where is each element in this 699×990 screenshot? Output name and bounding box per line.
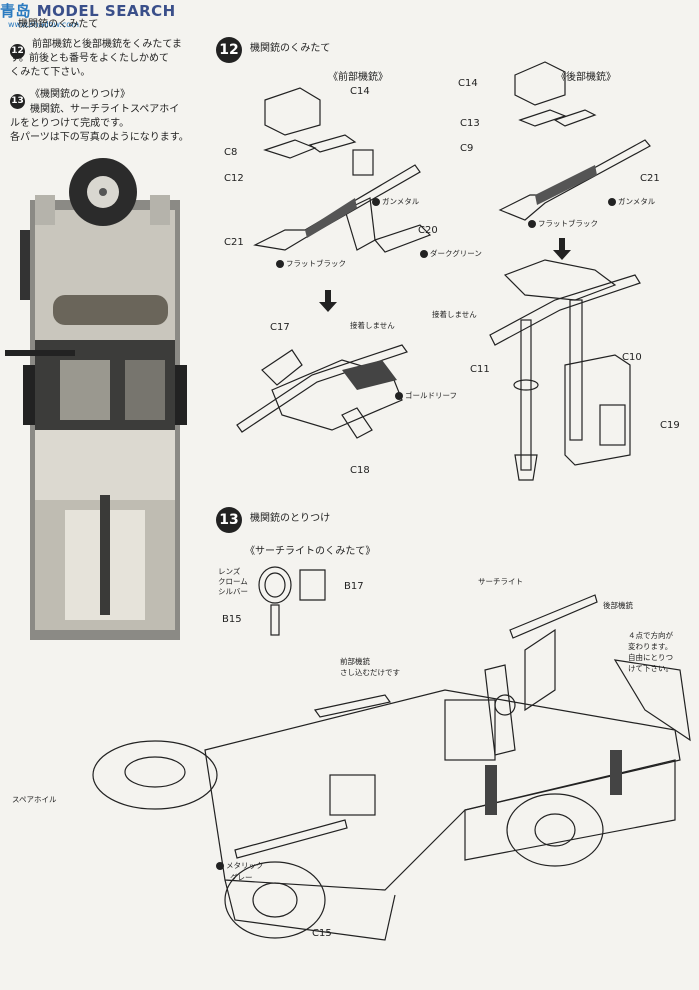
rear-flat-black-label: フラットブラック xyxy=(528,218,598,229)
intro-step13-text2: ルをとりつけて完成です。 xyxy=(10,118,130,129)
front-gun-label-1: 前部機銃 xyxy=(340,657,370,666)
b17-label: B17 xyxy=(344,581,364,592)
step12-badge: 12 xyxy=(216,37,242,63)
front-flat-black-label: フラットブラック xyxy=(276,258,346,269)
front-gun-drawing xyxy=(253,87,432,253)
rear-mount-c11-label: C11 xyxy=(470,364,490,375)
rear-c21-label: C21 xyxy=(640,173,660,184)
rear-mount-drawing xyxy=(489,259,641,481)
step12-title: 機関銃のくみたて xyxy=(250,43,331,54)
c15-label: C15 xyxy=(312,928,332,939)
spare-wheel-label: スペアホイル xyxy=(12,795,57,804)
searchlight-drawing xyxy=(258,566,326,636)
b15-label: B15 xyxy=(222,614,242,625)
rear-mount-c19-label: C19 xyxy=(660,420,680,431)
front-gun-label-2: さし込むだけです xyxy=(340,668,400,677)
rear-gun-title: 《後部機銃》 xyxy=(556,72,616,83)
intro-step12-badge: 12 xyxy=(10,38,25,59)
rear-gun-label: 後部機銃 xyxy=(603,601,633,610)
direction-note-4: けて下さい。 xyxy=(628,664,673,673)
front-mount-c17-label: C17 xyxy=(270,322,290,333)
front-c12-label: C12 xyxy=(224,173,244,184)
intro-step13-badge: 13 xyxy=(10,88,25,109)
step13-badge: 13 xyxy=(216,507,242,533)
front-c21-label: C21 xyxy=(224,237,244,248)
front-c8-label: C8 xyxy=(224,147,238,158)
direction-note-2: 変わります。 xyxy=(628,642,673,651)
lens-label-1: レンズ xyxy=(218,567,241,576)
rear-gun-drawing xyxy=(498,61,651,221)
step13-title: 機関銃のとりつけ xyxy=(250,513,331,524)
rear-gunmetal-label: ガンメタル xyxy=(608,196,655,207)
front-gunmetal-label: ガンメタル xyxy=(372,196,419,207)
direction-note-3: 自由にとりつ xyxy=(628,653,674,662)
vehicle-assembly-drawing xyxy=(92,594,691,941)
intro-step12-text3: くみたて下さい。 xyxy=(10,67,91,78)
front-mount-c18-label: C18 xyxy=(350,465,370,476)
lens-label-2: クローム xyxy=(218,577,248,586)
lens-label-3: シルバー xyxy=(218,587,248,596)
rear-c9-label: C9 xyxy=(460,143,474,154)
metallic-label-1: メタリック xyxy=(216,860,264,871)
down-arrow-icon xyxy=(553,238,571,260)
metallic-label-2: グレー xyxy=(230,873,253,882)
front-mount-drawing xyxy=(236,344,408,439)
watermark-logo: 青岛 MODEL SEARCH xyxy=(0,2,176,20)
intro-step12-text2: す。前後とも番号をよくたしかめて xyxy=(10,53,169,64)
rear-mount-no-glue-label: 接着しません xyxy=(432,310,477,319)
front-mount-gold-leaf-label: ゴールドリーフ xyxy=(395,390,457,401)
intro-step13-title: 《機関銃のとりつけ》 xyxy=(30,89,131,100)
front-dark-green-label: ダークグリーン xyxy=(420,248,482,259)
down-arrow-icon xyxy=(319,290,337,312)
intro-step13-text3: 各パーツは下の写真のようになります。 xyxy=(10,132,189,143)
watermark-url: www.shadow.com xyxy=(8,20,79,29)
rear-c14-label: C14 xyxy=(458,78,478,89)
front-c14-label: C14 xyxy=(350,86,370,97)
direction-note-1: ４点で方向が xyxy=(628,631,673,640)
front-c20-label: C20 xyxy=(418,225,438,236)
searchlight-label: サーチライト xyxy=(478,577,523,586)
vehicle-top-photo xyxy=(5,158,187,640)
searchlight-assembly-title: 《サーチライトのくみたて》 xyxy=(245,546,376,557)
intro-step12-title: 機関銃のくみたて xyxy=(18,19,99,30)
front-mount-no-glue-label: 接着しません xyxy=(350,321,395,330)
intro-step13-text1: 機関銃、サーチライトスペアホイ xyxy=(30,104,180,115)
rear-mount-c10-label: C10 xyxy=(622,352,642,363)
front-gun-title: 《前部機銃》 xyxy=(328,72,388,83)
rear-c13-label: C13 xyxy=(460,118,480,129)
intro-step12-text1: 前部機銃と後部機銃をくみたてま xyxy=(32,39,182,50)
